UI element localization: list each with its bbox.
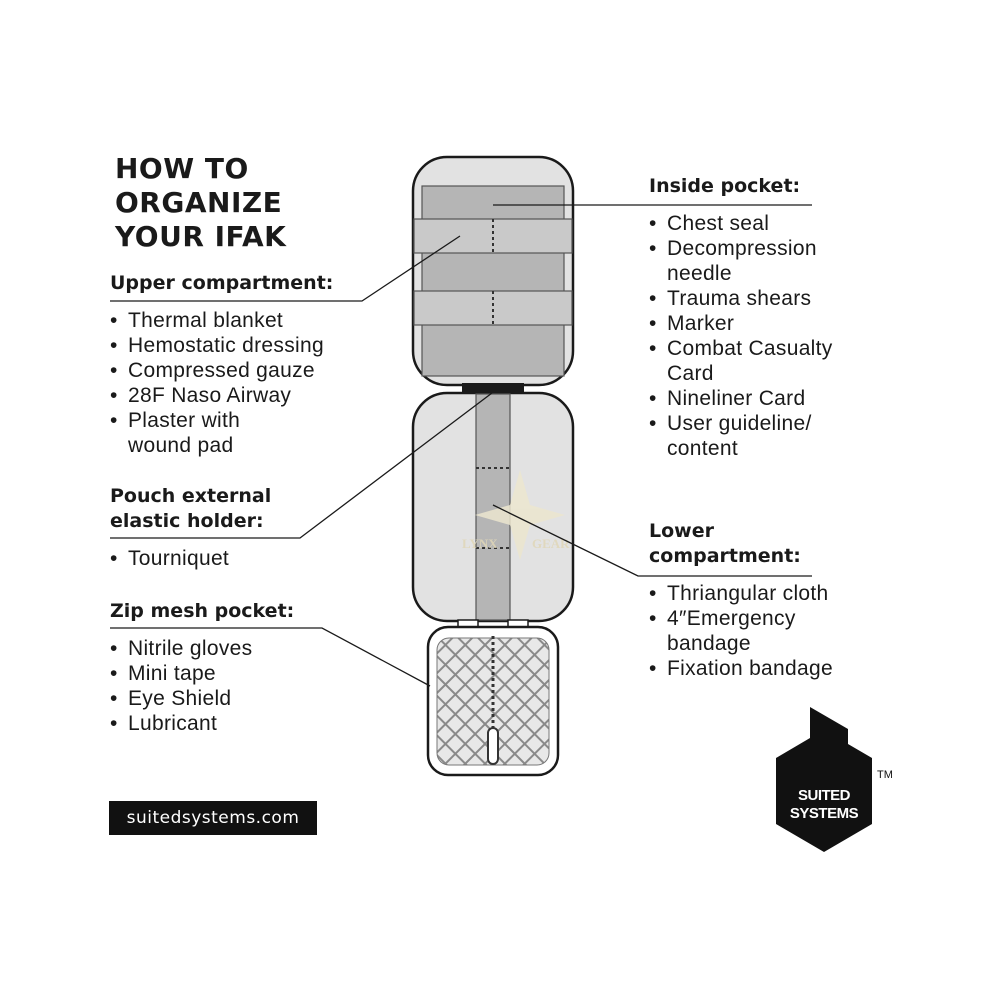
suited-systems-logo: SUITED SYSTEMS TM <box>776 707 893 852</box>
lower-compartment-section: Lower compartment: Thriangular cloth 4″E… <box>649 519 833 681</box>
list-item: Hemostatic dressing <box>110 333 333 358</box>
watermark-text-right: GEAR <box>532 536 570 551</box>
list-item: Eye Shield <box>110 686 294 711</box>
heading-line: Lower <box>649 520 714 542</box>
item-text: 4″Emergency <box>667 607 796 630</box>
list-item: Marker <box>649 311 833 336</box>
item-text: Hemostatic dressing <box>128 334 324 357</box>
list-item: Nitrile gloves <box>110 636 294 661</box>
leader-external-holder <box>110 392 493 539</box>
zipper-pull-icon[interactable] <box>487 727 499 765</box>
item-text: User guideline/ <box>667 412 812 435</box>
watermark-star-icon <box>475 470 565 560</box>
item-text: Thriangular cloth <box>667 582 829 605</box>
upper-compartment-heading: Upper compartment: <box>110 272 334 294</box>
logo-text-line2: SYSTEMS <box>790 805 859 822</box>
list-item: Decompression needle <box>649 236 833 286</box>
watermark: LYNX GEAR <box>462 470 570 560</box>
trademark-mark: TM <box>877 769 893 781</box>
zip-pocket-heading: Zip mesh pocket: <box>110 600 295 622</box>
watermark-text-left: LYNX <box>462 536 498 551</box>
item-text: Trauma shears <box>667 287 812 310</box>
item-text: Nineliner Card <box>667 387 806 410</box>
upper-strap-bottom <box>413 290 573 326</box>
list-item: Combat Casualty Card <box>649 336 833 386</box>
zip-pocket-list: Nitrile gloves Mini tape Eye Shield Lubr… <box>110 636 294 736</box>
list-item: 28F Naso Airway <box>110 383 333 408</box>
heading-line: compartment: <box>649 545 801 567</box>
zip-mesh-pouch <box>426 625 560 777</box>
zip-pocket-section: Zip mesh pocket: Nitrile gloves Mini tap… <box>110 599 294 736</box>
item-text: Lubricant <box>128 712 218 735</box>
title-line: ORGANIZE <box>115 186 283 219</box>
list-item: Fixation bandage <box>649 656 833 681</box>
item-text: bandage <box>667 632 751 655</box>
upper-compartment-section: Upper compartment: Thermal blanket Hemos… <box>110 271 333 458</box>
list-item: Chest seal <box>649 211 833 236</box>
item-text: needle <box>667 262 732 285</box>
item-text: Decompression <box>667 237 817 260</box>
item-text: Fixation bandage <box>667 657 833 680</box>
title-line: HOW TO <box>115 152 249 185</box>
list-item: Trauma shears <box>649 286 833 311</box>
leader-lines <box>110 204 812 687</box>
item-text: Card <box>667 362 714 385</box>
item-text: Eye Shield <box>128 687 232 710</box>
upper-strap-top <box>413 218 573 254</box>
item-text: 28F Naso Airway <box>128 384 292 407</box>
lower-compartment-list: Thriangular cloth 4″Emergency bandage Fi… <box>649 581 833 681</box>
upper-inner-panel <box>421 185 565 377</box>
list-item: Nineliner Card <box>649 386 833 411</box>
middle-pouch <box>411 391 575 623</box>
external-holder-heading: Pouch external elastic holder: <box>110 484 271 538</box>
item-text: Combat Casualty <box>667 337 833 360</box>
item-text: Thermal blanket <box>128 309 284 332</box>
inside-pocket-heading: Inside pocket: <box>649 175 801 197</box>
logo-hexagon-icon <box>776 707 872 852</box>
item-text: content <box>667 437 738 460</box>
list-item: Thriangular cloth <box>649 581 833 606</box>
inside-pocket-list: Chest seal Decompression needle Trauma s… <box>649 211 833 461</box>
list-item: User guideline/ content <box>649 411 833 461</box>
list-item: Thermal blanket <box>110 308 333 333</box>
item-text: Tourniquet <box>128 547 230 570</box>
upper-compartment-list: Thermal blanket Hemostatic dressing Comp… <box>110 308 333 458</box>
logo-text-line1: SUITED <box>798 787 851 804</box>
website-badge[interactable]: suitedsystems.com <box>109 801 317 835</box>
item-text: Mini tape <box>128 662 216 685</box>
external-holder-section: Pouch external elastic holder: Tournique… <box>110 484 271 571</box>
item-text: Plaster with <box>128 409 241 432</box>
upper-pouch <box>411 155 575 387</box>
external-holder-list: Tourniquet <box>110 546 271 571</box>
inside-pocket-section: Inside pocket: Chest seal Decompression … <box>649 174 833 461</box>
item-text: wound pad <box>128 434 234 457</box>
list-item: Lubricant <box>110 711 294 736</box>
leader-zip-pocket <box>110 627 431 687</box>
item-text: Nitrile gloves <box>128 637 253 660</box>
leader-lower-compartment <box>492 504 812 577</box>
list-item: Plaster with wound pad <box>110 408 333 458</box>
list-item: Mini tape <box>110 661 294 686</box>
leader-upper-compartment <box>110 235 461 302</box>
item-text: Chest seal <box>667 212 770 235</box>
page-title: HOW TO ORGANIZE YOUR IFAK <box>115 152 286 254</box>
lower-compartment-heading: Lower compartment: <box>649 519 833 573</box>
list-item: 4″Emergency bandage <box>649 606 833 656</box>
heading-line: elastic holder: <box>110 510 264 532</box>
title-line: YOUR IFAK <box>115 220 287 253</box>
item-text: Marker <box>667 312 735 335</box>
list-item: Tourniquet <box>110 546 271 571</box>
heading-line: Pouch external <box>110 485 272 507</box>
list-item: Compressed gauze <box>110 358 333 383</box>
item-text: Compressed gauze <box>128 359 315 382</box>
